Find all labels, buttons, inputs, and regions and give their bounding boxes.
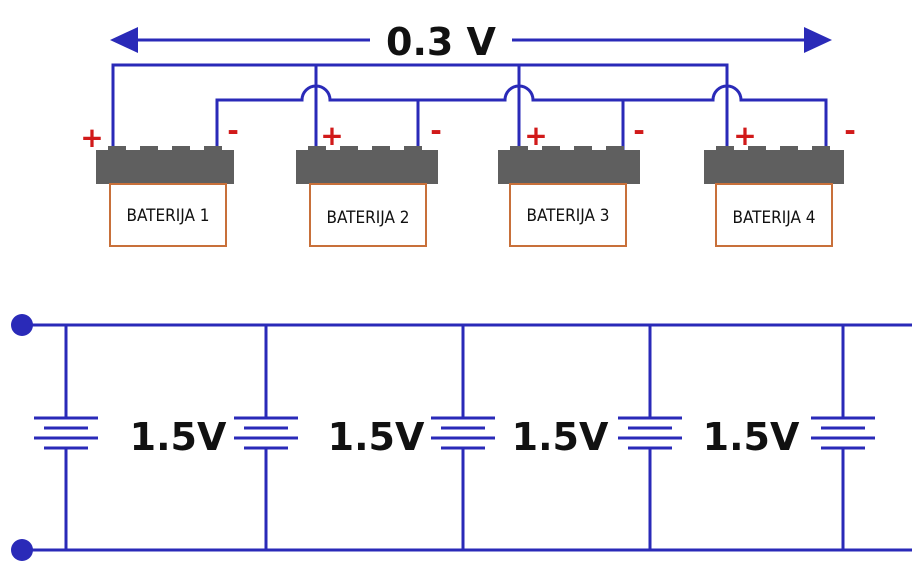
battery-body	[96, 146, 234, 184]
battery-label: BATERIJA 3	[526, 206, 609, 226]
top-terminal-node	[11, 314, 33, 336]
positive-bus	[111, 63, 729, 150]
negative-bus	[215, 84, 828, 150]
positive-terminal-sign: +	[320, 119, 343, 152]
total-voltage-label: 0.3 V	[386, 20, 497, 64]
cell-symbol	[618, 325, 682, 550]
battery-label: BATERIJA 2	[326, 208, 409, 228]
battery-label-box	[509, 183, 627, 247]
battery-label-box	[309, 183, 427, 247]
positive-terminal-sign: +	[524, 119, 547, 152]
cell-symbol	[234, 325, 298, 550]
parallel-schematic: 1.5V 1.5V 1.5V 1.5V	[11, 314, 912, 561]
cell-voltage-label: 1.5V	[703, 415, 800, 459]
battery-body	[704, 146, 844, 184]
positive-terminal-sign: +	[80, 121, 103, 154]
negative-terminal-sign: -	[633, 114, 645, 147]
negative-terminal-sign: -	[844, 114, 856, 147]
negative-bus-wire	[215, 84, 828, 150]
voltage-arrow: 0.3 V	[110, 20, 832, 64]
positive-terminal-sign: +	[733, 119, 756, 152]
cell-symbol	[431, 325, 495, 550]
negative-terminal-sign: -	[430, 114, 442, 147]
battery-label: BATERIJA 1	[126, 206, 209, 226]
battery-1: BATERIJA 1 + -	[80, 114, 239, 247]
battery-label-box	[715, 183, 833, 247]
positive-bus-wire	[111, 63, 729, 150]
cell-voltage-label: 1.5V	[512, 415, 609, 459]
battery-label-box	[109, 183, 227, 247]
bottom-terminal-node	[11, 539, 33, 561]
cell-symbol	[811, 325, 875, 550]
arrow-head-left	[110, 27, 138, 53]
cell-symbol	[34, 325, 98, 550]
battery-3: BATERIJA 3 + -	[498, 114, 645, 247]
battery-body	[498, 146, 640, 184]
negative-terminal-sign: -	[227, 114, 239, 147]
cell-voltage-label: 1.5V	[130, 415, 227, 459]
battery-2: BATERIJA 2 + -	[296, 114, 442, 247]
battery-4: BATERIJA 4 + -	[704, 114, 856, 247]
cell-voltage-label: 1.5V	[328, 415, 425, 459]
battery-body	[296, 146, 438, 184]
arrow-head-right	[804, 27, 832, 53]
battery-label: BATERIJA 4	[732, 208, 815, 228]
